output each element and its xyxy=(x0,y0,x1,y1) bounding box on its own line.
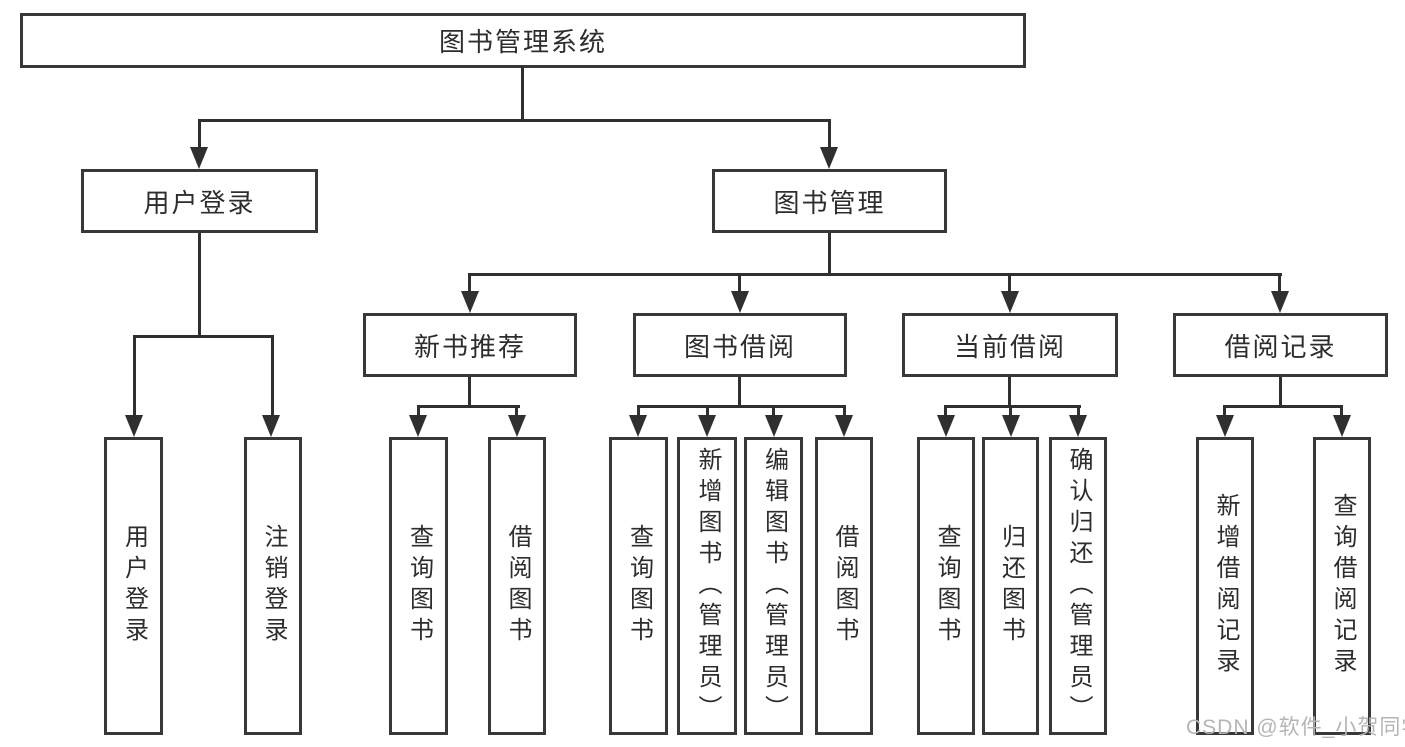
node-query-borrow-record: 查询借阅记录 xyxy=(1313,437,1371,735)
node-label: 确认归还（管理员） xyxy=(1065,446,1092,726)
node-label: 新增借阅记录 xyxy=(1212,493,1239,679)
node-label: 图书管理系统 xyxy=(438,27,607,57)
connector-to-borrow-record xyxy=(1278,273,1281,293)
connector-user-login-stem xyxy=(198,233,201,335)
node-label: 查询借阅记录 xyxy=(1329,493,1356,679)
node-add-book-admin: 新增图书（管理员） xyxy=(677,437,737,735)
connector xyxy=(1077,405,1080,417)
connector xyxy=(1223,405,1226,417)
arrow-head xyxy=(461,291,479,313)
node-label: 用户登录 xyxy=(143,187,256,218)
connector-root-branch xyxy=(198,119,831,122)
arrow-head xyxy=(1002,415,1020,437)
connector-to-logout xyxy=(271,335,274,417)
connector-current-borrow-branch xyxy=(944,405,1081,408)
arrow-head xyxy=(1069,415,1087,437)
connector-to-login xyxy=(133,335,136,417)
connector-book-mgmt-branch xyxy=(469,273,1282,276)
arrow-head xyxy=(820,147,838,169)
node-borrow-book: 借阅图书 xyxy=(815,437,873,735)
connector-to-current-borrow xyxy=(1008,273,1011,293)
node-library-management-system: 图书管理系统 xyxy=(20,13,1026,68)
arrow-head xyxy=(698,415,716,437)
connector xyxy=(772,405,775,417)
arrow-head xyxy=(835,415,853,437)
node-label: 新书推荐 xyxy=(413,331,526,362)
connector xyxy=(1009,405,1012,417)
connector xyxy=(843,405,846,417)
connector-book-borrow-stem xyxy=(738,377,741,405)
arrow-head xyxy=(262,415,280,437)
node-book-mgmt: 图书管理 xyxy=(712,169,947,233)
connector xyxy=(706,405,709,417)
arrow-head xyxy=(190,147,208,169)
connector xyxy=(515,405,518,417)
csdn-watermark: CSDN @软件_小贺同学 xyxy=(1186,716,1405,739)
arrow-head xyxy=(1271,291,1289,313)
node-label: 编辑图书（管理员） xyxy=(760,446,788,726)
node-new-book-recommend: 新书推荐 xyxy=(363,313,577,377)
connector-new-book-branch xyxy=(417,405,520,408)
arrow-head xyxy=(1333,415,1351,437)
arrow-head xyxy=(629,415,647,437)
node-label: 借阅记录 xyxy=(1224,331,1337,362)
node-query-book-borrow: 查询图书 xyxy=(609,437,668,735)
connector xyxy=(944,405,947,417)
node-label: 当前借阅 xyxy=(953,331,1066,362)
node-book-borrow: 图书借阅 xyxy=(633,313,847,377)
node-logout: 注销登录 xyxy=(244,437,302,735)
connector-to-book-borrow xyxy=(738,273,741,293)
arrow-head xyxy=(1216,415,1234,437)
connector-borrow-record-branch xyxy=(1223,405,1343,408)
node-confirm-return-admin: 确认归还（管理员） xyxy=(1049,437,1107,735)
connector-book-mgmt-stem xyxy=(828,233,831,273)
connector xyxy=(637,405,640,417)
node-label: 图书管理 xyxy=(773,187,886,218)
node-label: 借阅图书 xyxy=(504,524,531,648)
arrow-head xyxy=(731,291,749,313)
node-label: 用户登录 xyxy=(120,524,148,648)
node-user-login: 用户登录 xyxy=(81,169,318,233)
node-borrow-record: 借阅记录 xyxy=(1173,313,1388,377)
node-label: 归还图书 xyxy=(997,524,1025,648)
node-add-borrow-record: 新增借阅记录 xyxy=(1196,437,1254,735)
connector xyxy=(1340,405,1343,417)
arrow-head xyxy=(937,415,955,437)
node-label: 新增图书（管理员） xyxy=(694,446,721,726)
connector xyxy=(417,405,420,417)
connector-to-user-login xyxy=(198,119,201,151)
node-label: 查询图书 xyxy=(933,524,960,648)
connector-book-borrow-branch xyxy=(637,405,846,408)
node-label: 查询图书 xyxy=(405,524,433,648)
connector-new-book-stem xyxy=(468,377,471,405)
node-label: 查询图书 xyxy=(625,524,653,648)
connector-to-book-mgmt xyxy=(828,119,831,151)
arrow-head xyxy=(508,415,526,437)
node-borrow-book-recommend: 借阅图书 xyxy=(488,437,546,735)
arrow-head xyxy=(125,415,143,437)
node-current-borrow: 当前借阅 xyxy=(902,313,1118,377)
node-label: 借阅图书 xyxy=(831,524,858,648)
node-query-book-current: 查询图书 xyxy=(917,437,975,735)
node-label: 注销登录 xyxy=(260,524,287,648)
node-label: 图书借阅 xyxy=(683,331,796,362)
connector-borrow-record-stem xyxy=(1279,377,1282,405)
connector-root-stem xyxy=(521,66,524,119)
node-query-book-recommend: 查询图书 xyxy=(389,437,448,735)
connector-to-new-book xyxy=(468,273,471,293)
connector-user-login-branch xyxy=(133,335,274,338)
arrow-head xyxy=(1001,291,1019,313)
node-user-login-leaf: 用户登录 xyxy=(104,437,163,735)
node-return-book: 归还图书 xyxy=(982,437,1039,735)
connector-current-borrow-stem xyxy=(1008,377,1011,405)
node-edit-book-admin: 编辑图书（管理员） xyxy=(744,437,803,735)
arrow-head xyxy=(409,415,427,437)
arrow-head xyxy=(765,415,783,437)
